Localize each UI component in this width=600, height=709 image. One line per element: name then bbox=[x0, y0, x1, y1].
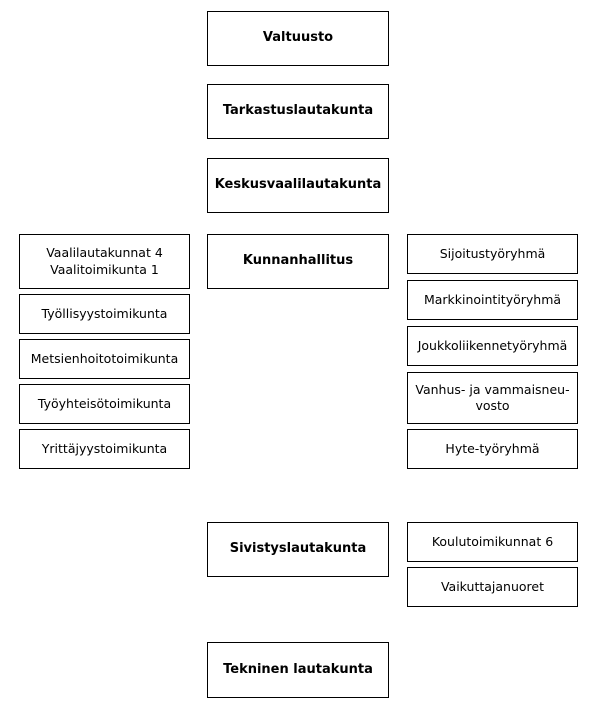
node-label: Metsienhoitotoimikunta bbox=[30, 350, 179, 366]
node-keskusvaalilautakunta: Keskusvaalilautakunta bbox=[207, 158, 389, 213]
node-label: Työllisyystoimikunta bbox=[41, 305, 168, 321]
node-label: Työyhteisötoimikunta bbox=[37, 395, 172, 411]
node-label: Vaikuttajanuoret bbox=[440, 578, 545, 594]
node-vaikuttajanuoret: Vaikuttajanuoret bbox=[407, 567, 578, 607]
node-koulutoimikunnat: Koulutoimikunnat 6 bbox=[407, 522, 578, 562]
node-label: Sivistyslautakunta bbox=[229, 541, 367, 557]
node-label: Sijoitustyöryhmä bbox=[439, 245, 546, 261]
node-tekninen-lautakunta: Tekninen lautakunta bbox=[207, 642, 389, 698]
node-valtuusto: Valtuusto bbox=[207, 11, 389, 66]
node-label: Tekninen lautakunta bbox=[223, 661, 373, 677]
node-label: Vaalilautakunnat 4 Vaalitoimikunta 1 bbox=[46, 245, 163, 277]
node-label: Hyte-työryhmä bbox=[445, 440, 540, 456]
node-tarkastuslautakunta: Tarkastuslautakunta bbox=[207, 84, 389, 139]
node-kunnanhallitus: Kunnanhallitus bbox=[207, 234, 389, 289]
node-sivistyslautakunta: Sivistyslautakunta bbox=[207, 522, 389, 577]
node-hyte-tyoryhma: Hyte-työryhmä bbox=[407, 429, 578, 469]
node-vaalilautakunnat: Vaalilautakunnat 4 Vaalitoimikunta 1 bbox=[19, 234, 190, 289]
node-sijoitustyoryhma: Sijoitustyöryhmä bbox=[407, 234, 578, 274]
node-metsienhoitotoimikunta: Metsienhoitotoimikunta bbox=[19, 339, 190, 379]
node-label: Yrittäjyystoimikunta bbox=[41, 440, 168, 456]
node-label: Keskusvaalilautakunta bbox=[214, 177, 382, 193]
node-label: Koulutoimikunnat 6 bbox=[431, 533, 554, 549]
node-label: Markkinointityöryhmä bbox=[423, 291, 562, 307]
node-markkinointityoryhma: Markkinointityöryhmä bbox=[407, 280, 578, 320]
node-yrittajyystoimikunta: Yrittäjyystoimikunta bbox=[19, 429, 190, 469]
node-label: Valtuusto bbox=[262, 30, 334, 46]
node-label: Tarkastuslautakunta bbox=[222, 103, 374, 119]
node-label: Kunnanhallitus bbox=[242, 253, 354, 269]
node-label: Joukkoliikennetyöryhmä bbox=[417, 337, 568, 353]
node-tyollisyystoimikunta: Työllisyystoimikunta bbox=[19, 294, 190, 334]
node-tyoyhteisotoimikunta: Työyhteisötoimikunta bbox=[19, 384, 190, 424]
node-vanhus-vammaisneuvosto: Vanhus- ja vammaisneu- vosto bbox=[407, 372, 578, 424]
node-label: Vanhus- ja vammaisneu- vosto bbox=[415, 381, 570, 413]
node-joukkoliikennetyoryhma: Joukkoliikennetyöryhmä bbox=[407, 326, 578, 366]
